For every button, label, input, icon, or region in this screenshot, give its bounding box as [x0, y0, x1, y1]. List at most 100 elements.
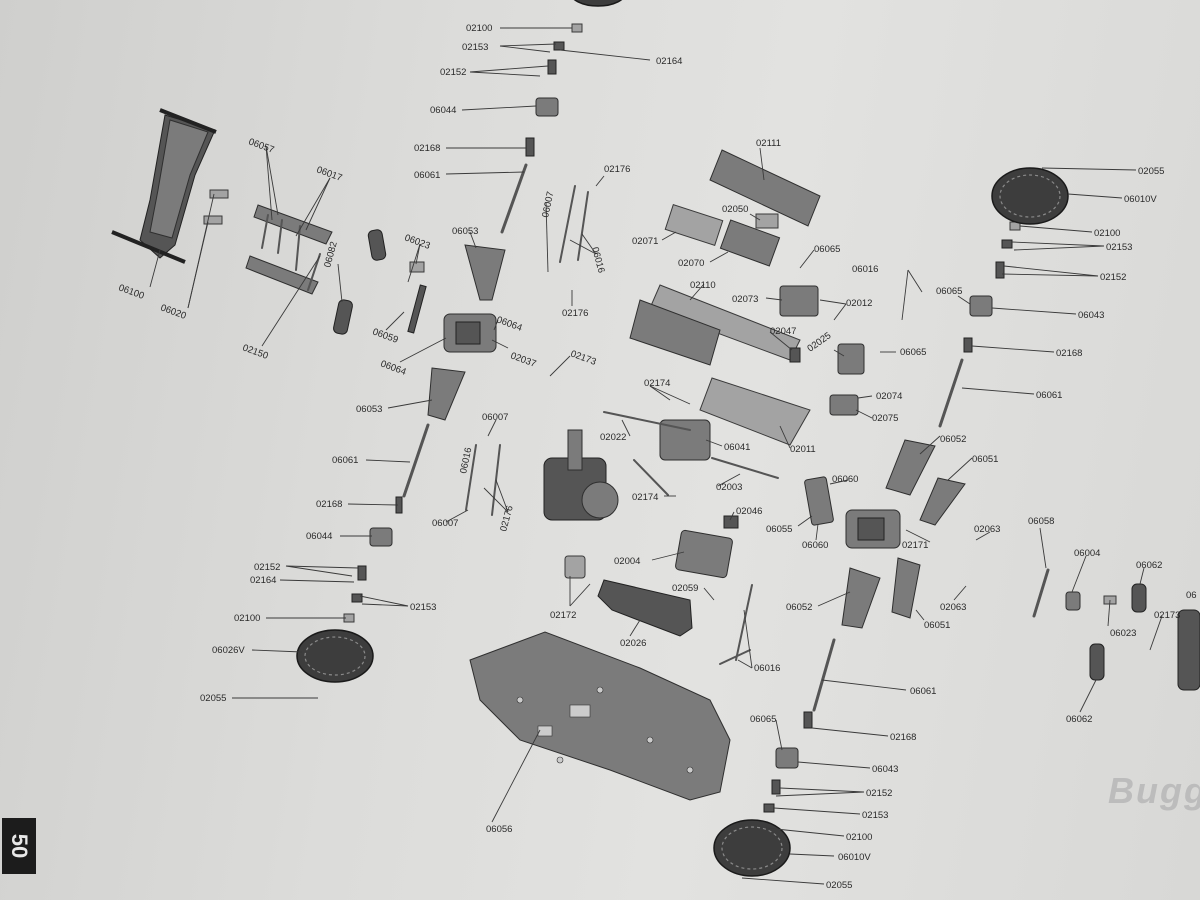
label-06059: 06059: [371, 326, 400, 345]
label-02055: 02055: [826, 880, 852, 891]
label-06062: 06062: [1136, 560, 1162, 571]
label-02100: 02100: [466, 23, 492, 34]
label-06023: 06023: [403, 232, 432, 251]
front-shock-rod: [1032, 568, 1050, 618]
axle-rod-bottom-right: [812, 638, 836, 712]
chassis-plate-part: [469, 631, 731, 801]
label-02022: 02022: [600, 432, 626, 443]
label-02100: 02100: [846, 832, 872, 843]
rear-arm-upper: [464, 244, 506, 301]
wing-mount-upper: [209, 189, 229, 199]
label-02168: 02168: [1056, 348, 1082, 359]
label-02153: 02153: [1106, 242, 1132, 253]
label-02046: 02046: [736, 506, 762, 517]
label-02047: 02047: [770, 326, 796, 337]
leader-lines: [149, 27, 1163, 885]
rear-arm-lower: [427, 367, 466, 421]
label-06010V: 06010V: [1124, 194, 1157, 205]
label-02150: 02150: [241, 342, 270, 361]
label-06062: 06062: [1066, 714, 1092, 725]
front-differential-part: [845, 509, 901, 549]
page-number: 50: [6, 833, 32, 859]
label-06051: 06051: [972, 454, 998, 465]
label-02073: 02073: [732, 294, 758, 305]
front-bulkhead-part: [804, 476, 834, 526]
label-06057: 06057: [247, 136, 276, 155]
front-arm-lower-right: [891, 557, 921, 619]
steering-bellcrank: [829, 343, 865, 416]
section-title: Bugg: [1108, 770, 1200, 811]
label-06020: 06020: [159, 302, 188, 321]
label-02153: 02153: [410, 602, 436, 613]
label-02063: 02063: [974, 524, 1000, 535]
front-arm-upper-left: [885, 439, 936, 496]
label-02171: 02171: [902, 540, 928, 551]
label-06016: 06016: [754, 663, 780, 674]
label-02100: 02100: [234, 613, 260, 624]
front-shock-lower: [1089, 643, 1105, 681]
label-02100: 02100: [1094, 228, 1120, 239]
label-06065: 06065: [900, 347, 926, 358]
label-06058: 06058: [1028, 516, 1054, 527]
label-06052: 06052: [786, 602, 812, 613]
label-06061: 06061: [910, 686, 936, 697]
label-02059: 02059: [672, 583, 698, 594]
exhaust-pipe-part: [564, 555, 693, 637]
front-linkage-rod: [735, 584, 753, 661]
linkage-rod-b: [577, 191, 589, 261]
label-02164: 02164: [250, 575, 276, 586]
label-02152: 02152: [254, 562, 280, 573]
label-02050: 02050: [722, 204, 748, 215]
label-02037: 02037: [509, 350, 538, 369]
label-02071: 02071: [632, 236, 658, 247]
axle-rod-top-left: [500, 163, 528, 234]
label-02164: 02164: [656, 56, 682, 67]
rear-bracket-part: [245, 204, 333, 295]
servo-saver-part: [789, 347, 801, 363]
radio-tray-frame: [629, 284, 811, 446]
label-06043: 06043: [872, 764, 898, 775]
linkage-rod-a: [559, 185, 576, 263]
top-wheel-fragment: [573, 0, 623, 7]
label-06051: 06051: [924, 620, 950, 631]
label-02075: 02075: [872, 413, 898, 424]
label-02063: 02063: [940, 602, 966, 613]
front-arm-upper-right: [919, 477, 966, 526]
label-06065: 06065: [936, 286, 962, 297]
label-06041: 06041: [724, 442, 750, 453]
axle-rod-bottom-left: [402, 423, 430, 498]
wing-mount-lower: [203, 215, 223, 225]
label-06065: 06065: [814, 244, 840, 255]
shock-tower-part: [407, 284, 427, 334]
label-06007: 06007: [540, 190, 556, 218]
front-shock-upper: [1131, 583, 1147, 613]
front-wheel-right: [991, 167, 1069, 225]
label-06-edge: 06: [1186, 590, 1197, 601]
label-02152: 02152: [440, 67, 466, 78]
front-linkage-rod-2: [719, 649, 751, 665]
label-02070: 02070: [678, 258, 704, 269]
label-06044: 06044: [430, 105, 456, 116]
label-06064: 06064: [379, 358, 408, 377]
label-06044: 06044: [306, 531, 332, 542]
label-02074: 02074: [876, 391, 902, 402]
label-02153: 02153: [862, 810, 888, 821]
label-06056: 06056: [486, 824, 512, 835]
label-02011: 02011: [790, 444, 816, 455]
receiver-part: [675, 529, 733, 579]
label-02152: 02152: [866, 788, 892, 799]
label-02168: 02168: [316, 499, 342, 510]
linkage-rod-c: [465, 444, 477, 511]
label-06055: 06055: [766, 524, 792, 535]
label-02168: 02168: [890, 732, 916, 743]
label-06017: 06017: [315, 164, 344, 183]
front-hub-lower: [755, 711, 813, 831]
front-bumper-part: [1177, 609, 1200, 691]
label-06061: 06061: [1036, 390, 1062, 401]
label-02025: 02025: [805, 330, 833, 354]
label-02168: 02168: [414, 143, 440, 154]
label-06016: 06016: [852, 264, 878, 275]
rear-shock-left: [333, 229, 387, 335]
label-02026: 02026: [620, 638, 646, 649]
